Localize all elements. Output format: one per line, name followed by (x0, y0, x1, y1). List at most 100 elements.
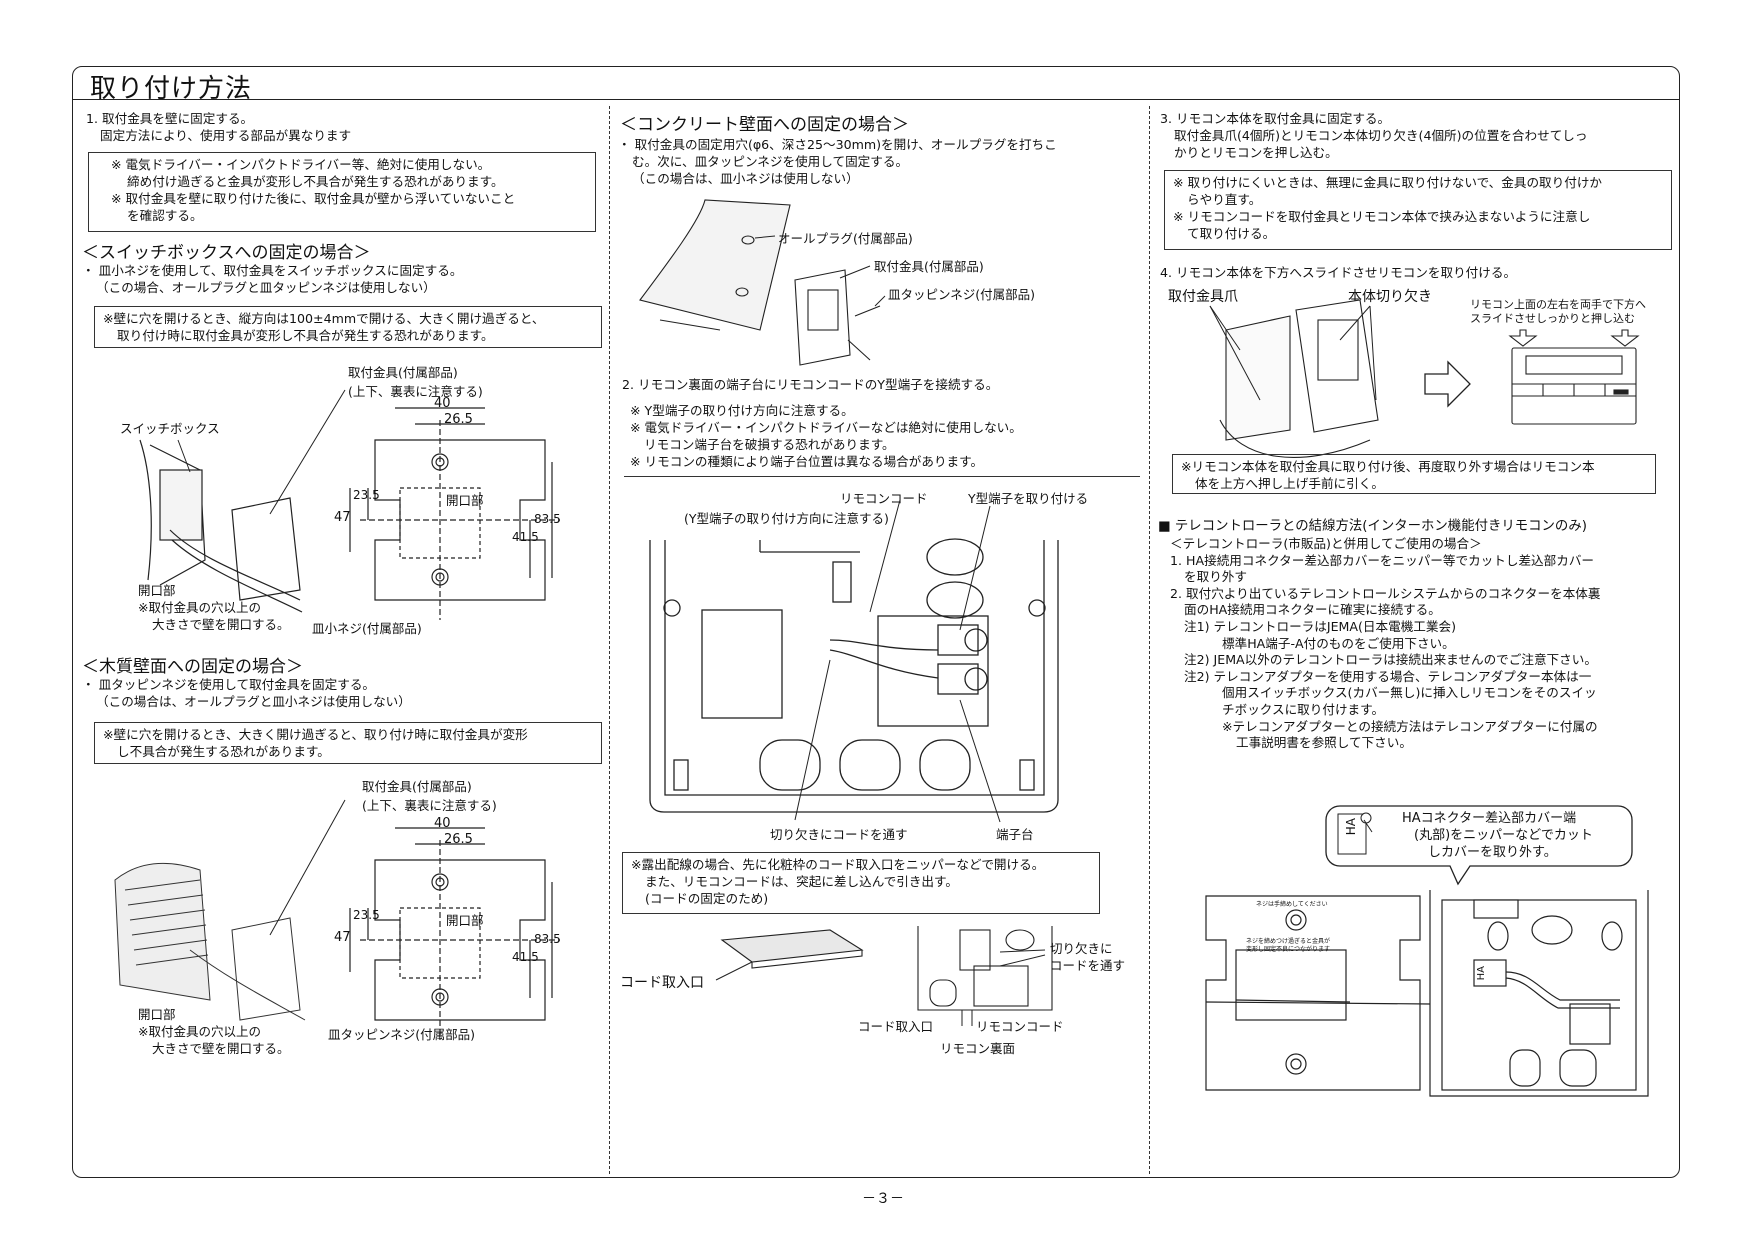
switchbox-label: スイッチボックス (120, 421, 220, 436)
leader-line (715, 961, 753, 981)
step4-text: 4. リモコン本体を下方へスライドさせリモコンを取り付ける。 (1160, 265, 1517, 280)
bracket-plate-drawing-1 (349, 407, 560, 620)
opening-label-2: 開口部 ※取付金具の穴以上の 大きさで壁を開口する。 (138, 1006, 290, 1057)
leader-line (999, 949, 1046, 953)
page-frame (72, 66, 1680, 1178)
concrete-section-title: ＜コンクリート壁面への固定の場合＞ (620, 115, 909, 135)
wood-warning-box: ※壁に穴を開けるとき、大きく開け過ぎると、取り付け時に取付金具が変形 し不具合が… (94, 722, 602, 764)
mounting-drawing (1219, 299, 1379, 458)
frame-drawing (720, 929, 864, 969)
remote-back-ha-drawing (1205, 890, 1649, 1097)
plate-note-line: 変形し固定不良につながります (1246, 946, 1331, 953)
wood-section-title: ＜木質壁面への固定の場合＞ (82, 657, 303, 677)
dim-83-5: 83.5 (534, 932, 561, 946)
cut-point-icon (1360, 812, 1372, 824)
ha-callout-text: HAコネクター差込部カバー端 (丸部)をニッパーなどでカット しカバーを取り外す… (1402, 810, 1593, 861)
concrete-wall-drawing (639, 199, 881, 366)
ha-connector-icon (1337, 813, 1367, 855)
leader-line (999, 954, 1046, 967)
wood-figure (114, 799, 560, 1040)
concrete-line: （この場合は、皿小ネジは使用しない） (632, 171, 859, 186)
claw-label: 取付金具爪 (1168, 289, 1238, 305)
switchbox-figure (139, 389, 560, 620)
plate-back-drawing (1205, 895, 1421, 1091)
small-notch-line: 切り欠きに (1050, 941, 1113, 956)
step1-line: 固定方法により、使用する部品が異なります (100, 128, 352, 143)
tele-line: 注2) テレコンアダプターを使用する場合、テレコンアダプター本体は一 (1184, 668, 1592, 684)
tele-line: ※テレコンアダプターとの接続方法はテレコンアダプターに付属の (1222, 718, 1598, 734)
ha-label: HA (1344, 818, 1358, 836)
wood-line: （この場合は、オールプラグと皿小ネジは使用しない） (96, 694, 411, 709)
screw-label-2: 皿タッピンネジ(付属部品) (328, 1027, 476, 1042)
cord-label: リモコンコード (840, 491, 928, 506)
ha-connector-figure (1205, 805, 1649, 1097)
step3-warning-box: ※ 取り付けにくいときは、無理に金具に取り付けないで、金具の取り付けか らやり直… (1164, 170, 1672, 250)
terminal-label: 端子台 (996, 827, 1034, 842)
remote-front-drawing (1508, 329, 1640, 425)
wood-line: ・ 皿タッピンネジを使用して取付金具を固定する。 (82, 677, 376, 692)
leader-line (269, 389, 346, 515)
bracket-label-2: 取付金具(付属部品) (上下、裏表に注意する) (362, 776, 497, 814)
leader-line (1339, 305, 1371, 341)
slide-instruction: リモコン上面の左右を両手で下方へ スライドさせしっかりと押し込む (1470, 298, 1646, 326)
leader-line (874, 295, 886, 307)
telecontroller-text: ＜テレコントローラ(市販品)と併用してご使用の場合＞ 1. HA接続用コネクター… (1170, 536, 1600, 752)
leader-line (1209, 305, 1241, 351)
leader-line (1209, 305, 1261, 401)
dim-23-5: 23.5 (353, 488, 380, 502)
warning-line: 体を上方へ押し上げ手前に引く。 (1195, 476, 1384, 491)
tele-line: チボックスに取り付けます。 (1222, 701, 1385, 717)
step4-warning-box: ※リモコン本体を取付金具に取り付け後、再度取り外す場合はリモコン本 体を上方へ押… (1172, 454, 1656, 494)
dim-83-5: 83.5 (534, 512, 561, 526)
tele-line: を取り外す (1184, 569, 1247, 585)
bracket-label-3: 取付金具(付属部品) (874, 259, 984, 274)
callout-line: しカバーを取り外す。 (1428, 845, 1557, 860)
exposed-figure (715, 926, 1053, 1026)
leader-line (269, 799, 346, 936)
step2-note: ※ リモコンの種類により端子台位置は異なる場合があります。 (630, 454, 984, 469)
section-rule (624, 476, 1140, 477)
leader-line (1363, 819, 1373, 833)
bracket-label-line: (上下、裏表に注意する) (348, 384, 483, 399)
opening-line: 開口部 (138, 1007, 176, 1022)
warning-line: ※ 電気ドライバー・インパクトドライバー等、絶対に使用しない。 (111, 157, 491, 172)
opening-line: ※取付金具の穴以上の (138, 1024, 261, 1039)
warning-line: を確認する。 (127, 208, 203, 223)
callout-bubble (1325, 805, 1633, 886)
remote-back-drawing (649, 538, 1059, 813)
warning-line: ※露出配線の場合、先に化粧枠のコード取入口をニッパーなどで開ける。 (631, 857, 1045, 872)
tele-line: 標準HA端子-A付のものをご使用下さい。 (1222, 635, 1455, 651)
page-title: 取り付け方法 (90, 74, 253, 104)
exposed-wiring-box: ※露出配線の場合、先に化粧枠のコード取入口をニッパーなどで開ける。 また、リモコ… (622, 852, 1100, 914)
switchbox-line: ・ 皿小ネジを使用して、取付金具をスイッチボックスに固定する。 (82, 263, 463, 278)
step3-text: 3. リモコン本体を取付金具に固定する。 取付金具爪(4個所)とリモコン本体切り… (1160, 110, 1588, 161)
wood-wall-drawing (114, 862, 306, 1021)
warning-line: て取り付ける。 (1187, 226, 1276, 241)
tele-line: 注2) JEMA以外のテレコントローラは接続出来ませんのでご注意下さい。 (1184, 652, 1597, 668)
warning-line: ※壁に穴を開けるとき、縦方向は100±4mmで開ける、大きく開け過ぎると、 (103, 311, 545, 326)
concrete-line: む。次に、皿タッピンネジを使用して固定する。 (632, 154, 909, 169)
arrow-right-icon (1424, 360, 1471, 408)
step1-text: 1. 取付金具を壁に固定する。 固定方法により、使用する部品が異なります (86, 110, 351, 144)
step2-text: 2. リモコン裏面の端子台にリモコンコードのY型端子を接続する。 (622, 377, 999, 392)
leader-line (869, 499, 901, 613)
tapping-screw-label: 皿タッピンネジ(付属部品) (888, 287, 1036, 302)
remote-cord-label: リモコンコード (976, 1019, 1064, 1034)
warning-line: また、リモコンコードは、突起に差し込んで引き出す。 (645, 874, 958, 889)
callout-line: HAコネクター差込部カバー端 (1402, 811, 1577, 826)
bracket-label-line: (上下、裏表に注意する) (362, 798, 497, 813)
warning-line: ※ 取り付けにくいときは、無理に金具に取り付けないで、金具の取り付けか (1173, 175, 1603, 190)
column-divider-2 (1149, 106, 1150, 1174)
leader-line (959, 699, 1001, 823)
switchbox-section-title: ＜スイッチボックスへの固定の場合＞ (82, 243, 371, 263)
warning-line: し不具合が発生する恐れがあります。 (117, 744, 330, 759)
attach-label: Y型端子を取り付ける (968, 491, 1089, 506)
step3-line: 3. リモコン本体を取付金具に固定する。 (1160, 111, 1391, 126)
small-notch-label: 切り欠きに コードを通す (1050, 940, 1125, 974)
opening-line: ※取付金具の穴以上の (138, 600, 261, 615)
remote-back-label: リモコン裏面 (940, 1041, 1016, 1056)
tele-line: 2. 取付穴より出ているテレコントロールシステムからのコネクターを本体裏 (1170, 585, 1601, 601)
switchbox-wall-drawing (139, 439, 303, 613)
step2-note: リモコン端子台を破損する恐れがあります。 (644, 437, 895, 452)
step3-line: かりとリモコンを押し込む。 (1174, 145, 1338, 160)
